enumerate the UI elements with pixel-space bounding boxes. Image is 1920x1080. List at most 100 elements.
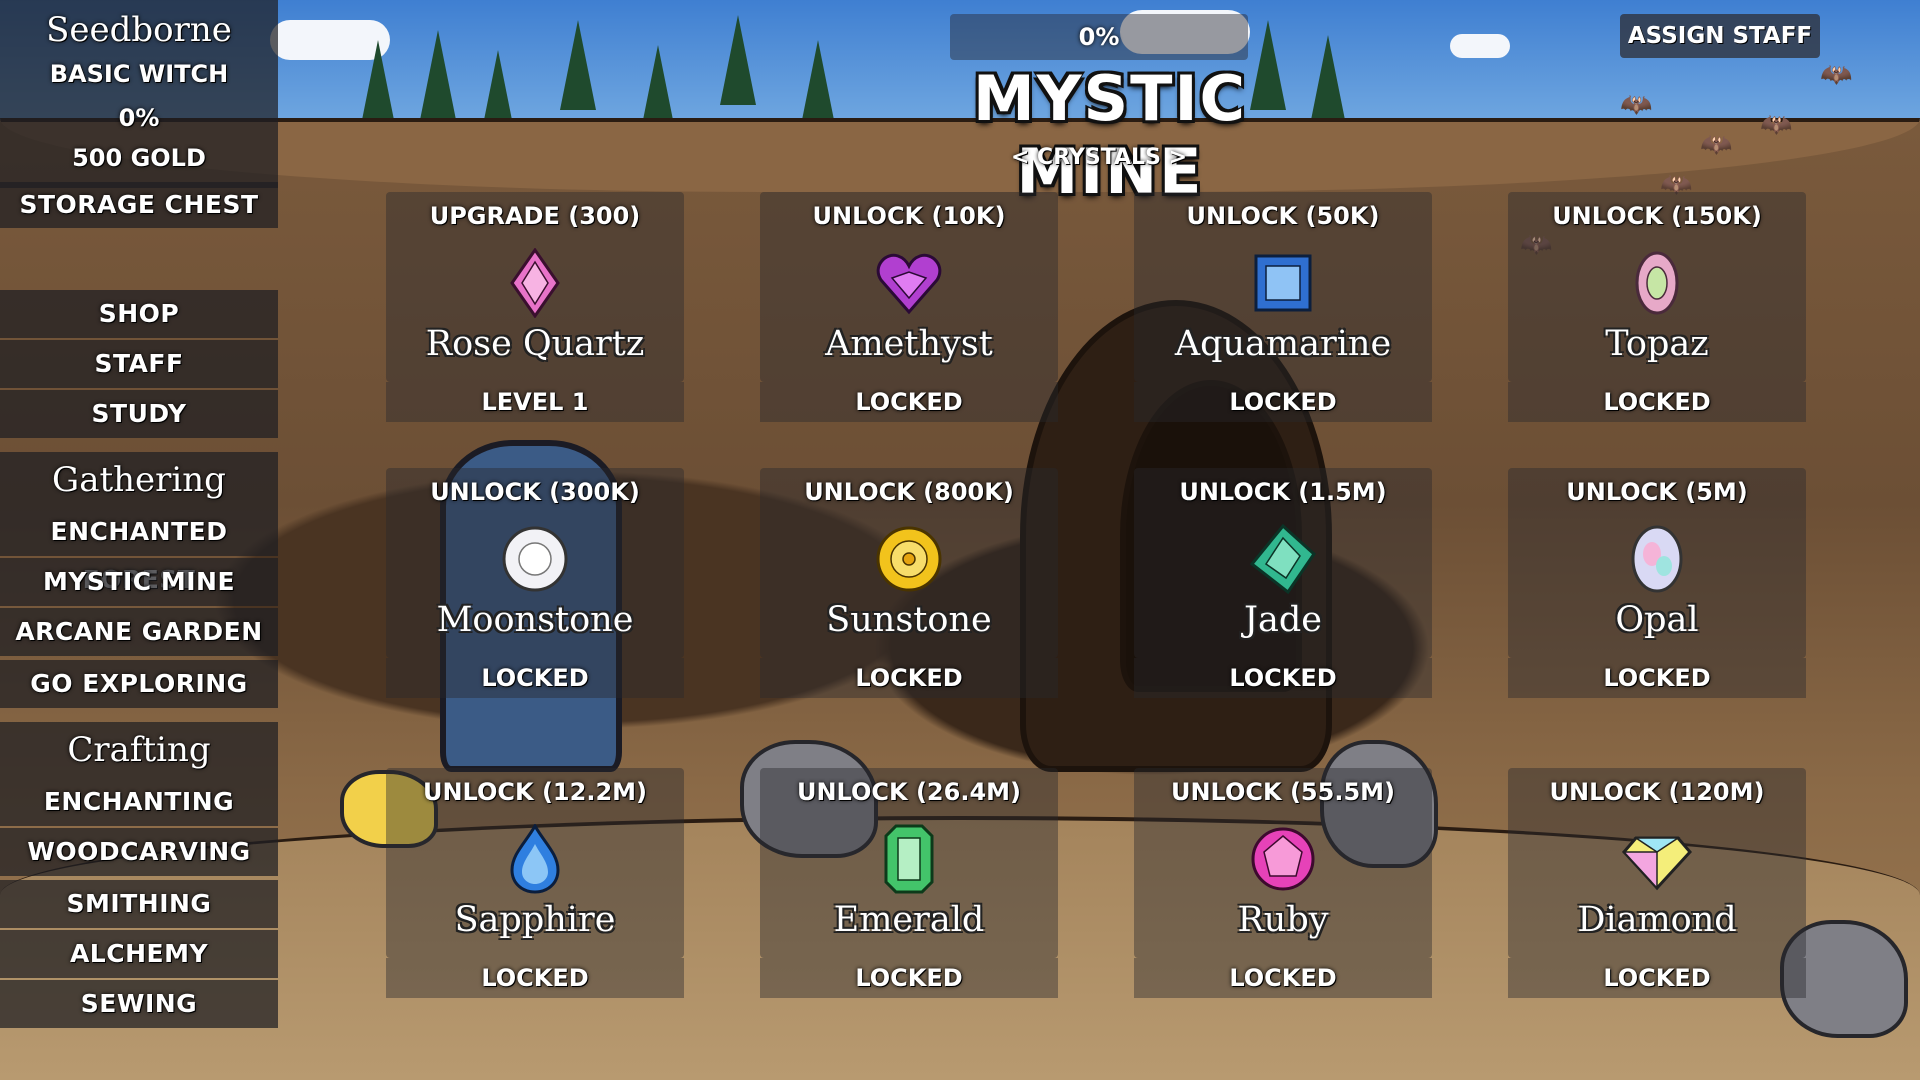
gem-status: LOCKED — [760, 382, 1058, 422]
gem-status: LOCKED — [1508, 382, 1806, 422]
sidebar-item-arcane-garden[interactable]: ARCANE GARDEN — [0, 608, 278, 656]
unlock-button[interactable]: UNLOCK (800K) — [804, 478, 1014, 506]
sidebar-item-mystic-mine[interactable]: MYSTIC MINE — [0, 558, 278, 606]
sidebar-item-shop[interactable]: SHOP — [0, 290, 278, 338]
gem-card-rose-quartz: UPGRADE (300) Rose Quartz LEVEL 1 — [386, 192, 684, 422]
pine-tree — [1250, 20, 1286, 110]
gem-card-sunstone: UNLOCK (800K) Sunstone LOCKED — [760, 468, 1058, 698]
gem-name: Opal — [1615, 600, 1699, 640]
sapphire-drop-gem-icon — [510, 824, 560, 894]
sidebar-item-woodcarving[interactable]: WOODCARVING — [0, 828, 278, 876]
gem-card-ruby: UNLOCK (55.5M) Ruby LOCKED — [1134, 768, 1432, 998]
gem-name: Sapphire — [454, 900, 616, 940]
diamond-gem-icon — [1622, 836, 1692, 891]
gem-name: Aquamarine — [1174, 324, 1392, 364]
unlock-button[interactable]: UNLOCK (26.4M) — [796, 778, 1021, 806]
assign-staff-button[interactable]: ASSIGN STAFF — [1620, 14, 1820, 58]
opal-oval-gem-icon — [1631, 525, 1683, 593]
xp-percent: 0% — [118, 104, 160, 132]
gem-status: LEVEL 1 — [386, 382, 684, 422]
gem-status: LOCKED — [760, 658, 1058, 698]
unlock-button[interactable]: UNLOCK (12.2M) — [422, 778, 647, 806]
bat-icon: 🦇 — [1660, 170, 1693, 200]
gem-status: LOCKED — [760, 958, 1058, 998]
gem-status: LOCKED — [1134, 658, 1432, 698]
bat-icon: 🦇 — [1520, 230, 1553, 260]
topaz-oval-gem-icon — [1635, 251, 1679, 315]
gem-card-opal: UNLOCK (5M) Opal LOCKED — [1508, 468, 1806, 698]
rock — [1780, 920, 1908, 1038]
unlock-button[interactable]: UNLOCK (55.5M) — [1170, 778, 1395, 806]
gem-name: Diamond — [1577, 900, 1737, 940]
gathering-heading: Gathering — [0, 452, 278, 508]
gem-status: LOCKED — [386, 958, 684, 998]
crafting-heading: Crafting — [0, 722, 278, 778]
rock — [740, 740, 878, 858]
ruby-round-gem-icon — [1251, 827, 1315, 891]
bat-icon: 🦇 — [1760, 110, 1793, 140]
gem-name: Topaz — [1605, 324, 1709, 364]
gem-card-amethyst: UNLOCK (10K) Amethyst LOCKED — [760, 192, 1058, 422]
sidebar-item-alchemy[interactable]: ALCHEMY — [0, 930, 278, 978]
bat-icon: 🦇 — [1820, 60, 1853, 90]
sidebar-item-go-exploring[interactable]: GO EXPLORING — [0, 660, 278, 708]
aquamarine-square-gem-icon — [1254, 254, 1312, 312]
unlock-button[interactable]: UNLOCK (5M) — [1566, 478, 1748, 506]
bat-icon: 🦇 — [1620, 90, 1653, 120]
sidebar-item-sewing[interactable]: SEWING — [0, 980, 278, 1028]
gem-name: Ruby — [1237, 900, 1329, 940]
sidebar-item-enchanted-forest[interactable]: ENCHANTED FOREST — [0, 508, 278, 594]
gem-status: LOCKED — [1508, 958, 1806, 998]
cave-floor — [0, 816, 1920, 1080]
page-title: MYSTIC MINE — [972, 62, 1248, 208]
pine-tree — [1310, 35, 1346, 125]
unlock-button[interactable]: UNLOCK (150K) — [1552, 202, 1762, 230]
cloud — [1120, 10, 1250, 54]
yellow-crystal-cluster — [340, 770, 438, 848]
player-panel — [0, 0, 278, 188]
pine-tree — [560, 20, 596, 110]
sidebar-item-study[interactable]: STUDY — [0, 390, 278, 438]
gem-status: LOCKED — [1508, 658, 1806, 698]
category-switcher[interactable]: < CRYSTALS > — [1010, 145, 1188, 170]
game-title: Seedborne — [46, 10, 232, 50]
tunnel-depth — [1120, 380, 1302, 692]
gem-card-aquamarine: UNLOCK (50K) Aquamarine LOCKED — [1134, 192, 1432, 422]
gem-name: Sunstone — [826, 600, 992, 640]
gem-card-moonstone: UNLOCK (300K) Moonstone LOCKED — [386, 468, 684, 698]
pine-tree — [360, 40, 396, 130]
bat-icon: 🦇 — [1700, 130, 1733, 160]
pine-tree — [720, 15, 756, 105]
unlock-button[interactable]: UNLOCK (50K) — [1186, 202, 1380, 230]
gem-name: Amethyst — [825, 324, 993, 364]
unlock-button[interactable]: UNLOCK (10K) — [812, 202, 1006, 230]
gem-name: Jade — [1243, 600, 1322, 640]
rose-quartz-gem-icon — [510, 248, 560, 318]
jade-octahedron-gem-icon — [1249, 524, 1316, 594]
moonstone-round-gem-icon — [502, 526, 568, 592]
sunstone-round-gem-icon — [876, 526, 942, 592]
gem-card-jade: UNLOCK (1.5M) Jade LOCKED — [1134, 468, 1432, 698]
gem-status: LOCKED — [1134, 958, 1432, 998]
gem-card-diamond: UNLOCK (120M) Diamond LOCKED — [1508, 768, 1806, 998]
cloud — [1450, 34, 1510, 58]
sidebar-item-enchanting[interactable]: ENCHANTING — [0, 778, 278, 826]
sidebar-item-staff[interactable]: STAFF — [0, 340, 278, 388]
unlock-button[interactable]: UNLOCK (1.5M) — [1179, 478, 1387, 506]
amethyst-heart-gem-icon — [876, 253, 942, 315]
gem-name: Moonstone — [436, 600, 634, 640]
gem-card-topaz: UNLOCK (150K) Topaz LOCKED — [1508, 192, 1806, 422]
rock — [1320, 740, 1438, 868]
gem-card-sapphire: UNLOCK (12.2M) Sapphire LOCKED — [386, 768, 684, 998]
gem-status: LOCKED — [1134, 382, 1432, 422]
pine-tree — [800, 40, 836, 130]
storage-chest-button[interactable]: STORAGE CHEST — [0, 182, 278, 228]
unlock-button[interactable]: UNLOCK (120M) — [1549, 778, 1765, 806]
mine-progress-bar: 0% — [950, 14, 1248, 60]
unlock-button[interactable]: UNLOCK (300K) — [430, 478, 640, 506]
gold-count: 500 GOLD — [72, 144, 206, 172]
upgrade-button[interactable]: UPGRADE (300) — [429, 202, 641, 230]
sidebar: Seedborne BASIC WITCH 0% 500 GOLD STORAG… — [0, 0, 278, 1080]
sidebar-item-smithing[interactable]: SMITHING — [0, 880, 278, 928]
